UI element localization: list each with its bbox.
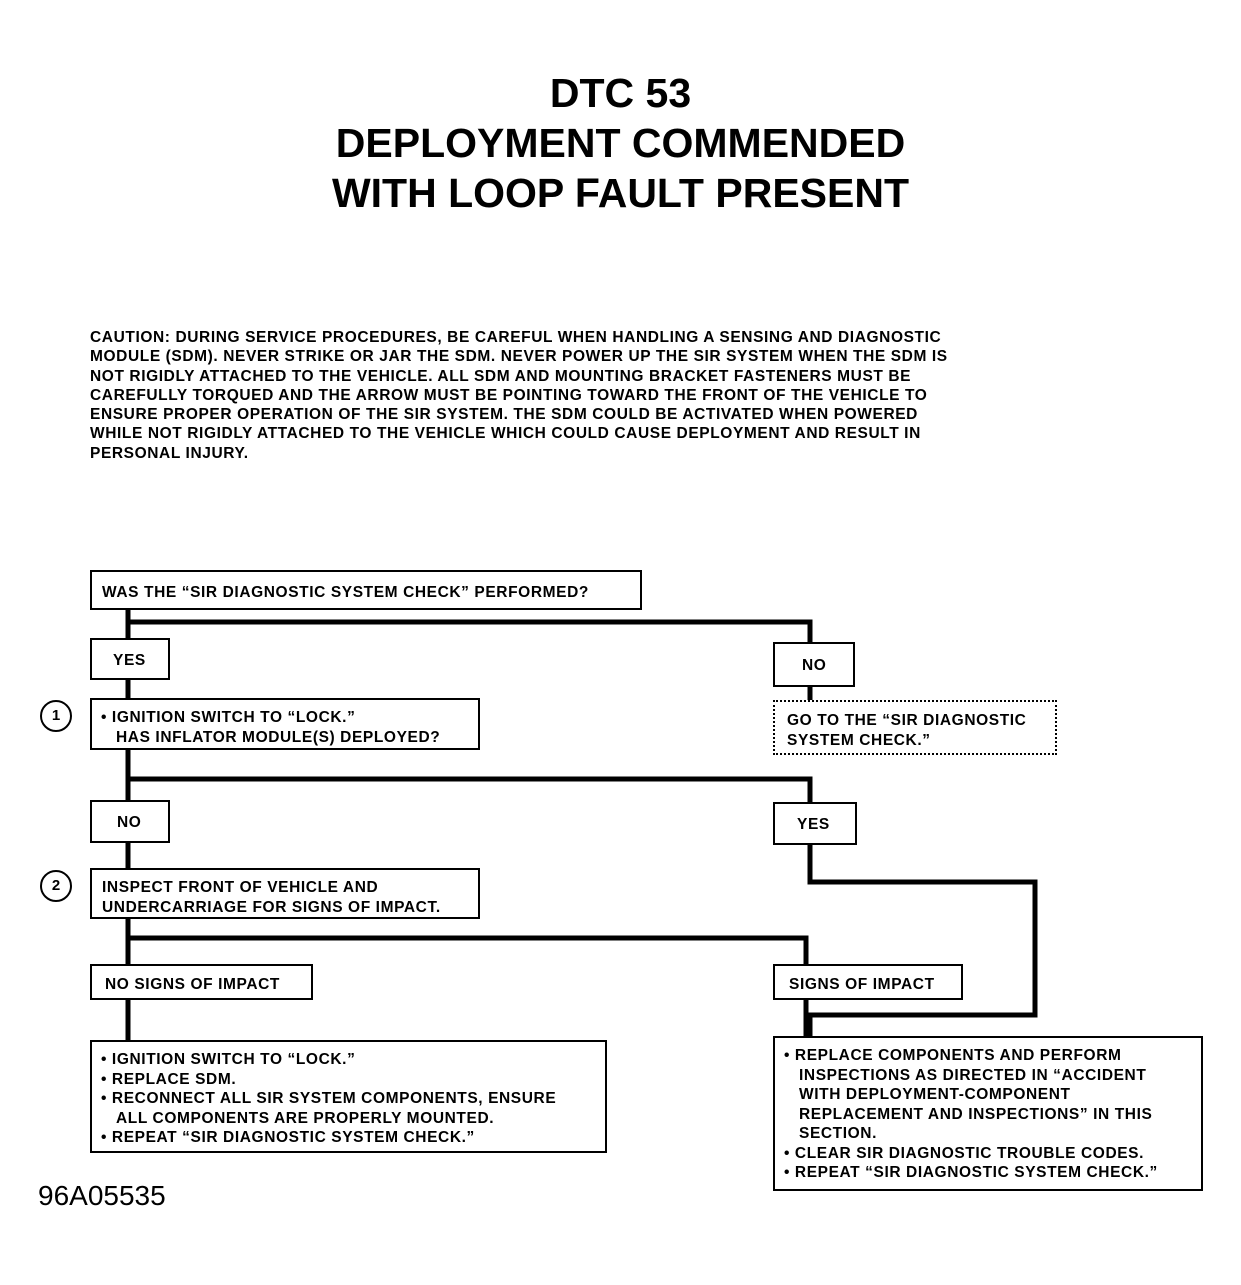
step-1-yes-label: YES bbox=[797, 816, 830, 833]
goto-line: GO TO THE “SIR DIAGNOSTIC bbox=[787, 712, 1027, 729]
caution-line: NOT RIGIDLY ATTACHED TO THE VEHICLE. ALL… bbox=[90, 367, 912, 385]
step-2-line: INSPECT FRONT OF VEHICLE AND bbox=[102, 879, 379, 896]
step-2-number: 2 bbox=[51, 877, 61, 894]
right-action-line: REPLACEMENT AND INSPECTIONS” IN THIS bbox=[799, 1105, 1153, 1123]
step-1-no-label: NO bbox=[117, 814, 142, 831]
no-signs-of-impact-label: NO SIGNS OF IMPACT bbox=[105, 976, 280, 993]
step-1-line: HAS INFLATOR MODULE(S) DEPLOYED? bbox=[116, 728, 441, 746]
caution-line: CAUTION: DURING SERVICE PROCEDURES, BE C… bbox=[90, 329, 942, 346]
step-1-marker: 1 bbox=[40, 700, 72, 732]
connector-q1 bbox=[125, 605, 813, 703]
step-1-yes-box: YES bbox=[773, 802, 857, 845]
caution-line: ENSURE PROPER OPERATION OF THE SIR SYSTE… bbox=[90, 406, 918, 424]
q1-no-box: NO bbox=[773, 642, 855, 687]
step-1-no-box: NO bbox=[90, 800, 170, 843]
left-action-line: • REPEAT “SIR DIAGNOSTIC SYSTEM CHECK.” bbox=[101, 1129, 475, 1146]
figure-id: 96A05535 bbox=[38, 1180, 166, 1211]
title-line-2: DEPLOYMENT COMMENDED bbox=[335, 120, 906, 166]
right-action-line: • REPEAT “SIR DIAGNOSTIC SYSTEM CHECK.” bbox=[784, 1164, 1158, 1181]
left-action-line: • RECONNECT ALL SIR SYSTEM COMPONENTS, E… bbox=[101, 1090, 557, 1107]
no-signs-of-impact-box: NO SIGNS OF IMPACT bbox=[90, 964, 313, 1000]
step-1-number: 1 bbox=[51, 707, 61, 724]
title-line-3: WITH LOOP FAULT PRESENT bbox=[331, 170, 910, 216]
caution-line: PERSONAL INJURY. bbox=[90, 444, 249, 462]
step-1-box: • IGNITION SWITCH TO “LOCK.” HAS INFLATO… bbox=[90, 698, 480, 750]
right-action-line: • CLEAR SIR DIAGNOSTIC TROUBLE CODES. bbox=[784, 1144, 1145, 1162]
step-2-marker: 2 bbox=[40, 870, 72, 902]
question-sir-check-text: WAS THE “SIR DIAGNOSTIC SYSTEM CHECK” PE… bbox=[102, 584, 589, 601]
right-action-box: • REPLACE COMPONENTS AND PERFORM INSPECT… bbox=[773, 1036, 1203, 1191]
caution-line: CAREFULLY TORQUED AND THE ARROW MUST BE … bbox=[90, 386, 928, 404]
step-2-line: UNDERCARRIAGE FOR SIGNS OF IMPACT. bbox=[102, 898, 441, 916]
left-action-line: • IGNITION SWITCH TO “LOCK.” bbox=[101, 1051, 356, 1068]
step-2-box: INSPECT FRONT OF VEHICLE AND UNDERCARRIA… bbox=[90, 868, 480, 919]
q1-yes-box: YES bbox=[90, 638, 170, 680]
title-line-1: DTC 53 bbox=[549, 70, 692, 116]
signs-of-impact-box: SIGNS OF IMPACT bbox=[773, 964, 963, 1000]
q1-no-label: NO bbox=[802, 657, 827, 674]
goto-line: SYSTEM CHECK.” bbox=[787, 731, 931, 749]
q1-yes-label: YES bbox=[113, 652, 146, 669]
goto-sir-check-box: GO TO THE “SIR DIAGNOSTIC SYSTEM CHECK.” bbox=[773, 700, 1057, 755]
right-action-line: SECTION. bbox=[799, 1125, 878, 1142]
right-action-line: WITH DEPLOYMENT-COMPONENT bbox=[799, 1086, 1071, 1103]
caution-text: CAUTION: DURING SERVICE PROCEDURES, BE C… bbox=[90, 328, 1050, 463]
question-sir-check-box: WAS THE “SIR DIAGNOSTIC SYSTEM CHECK” PE… bbox=[90, 570, 642, 610]
signs-of-impact-label: SIGNS OF IMPACT bbox=[789, 976, 935, 993]
step-1-line: • IGNITION SWITCH TO “LOCK.” bbox=[101, 709, 356, 726]
right-action-line: INSPECTIONS AS DIRECTED IN “ACCIDENT bbox=[799, 1066, 1147, 1084]
left-action-line: ALL COMPONENTS ARE PROPERLY MOUNTED. bbox=[116, 1109, 495, 1127]
caution-line: WHILE NOT RIGIDLY ATTACHED TO THE VEHICL… bbox=[90, 425, 921, 443]
left-action-line: • REPLACE SDM. bbox=[101, 1070, 237, 1088]
left-action-box: • IGNITION SWITCH TO “LOCK.” • REPLACE S… bbox=[90, 1040, 607, 1153]
right-action-line: • REPLACE COMPONENTS AND PERFORM bbox=[784, 1047, 1122, 1064]
caution-line: MODULE (SDM). NEVER STRIKE OR JAR THE SD… bbox=[90, 348, 948, 366]
